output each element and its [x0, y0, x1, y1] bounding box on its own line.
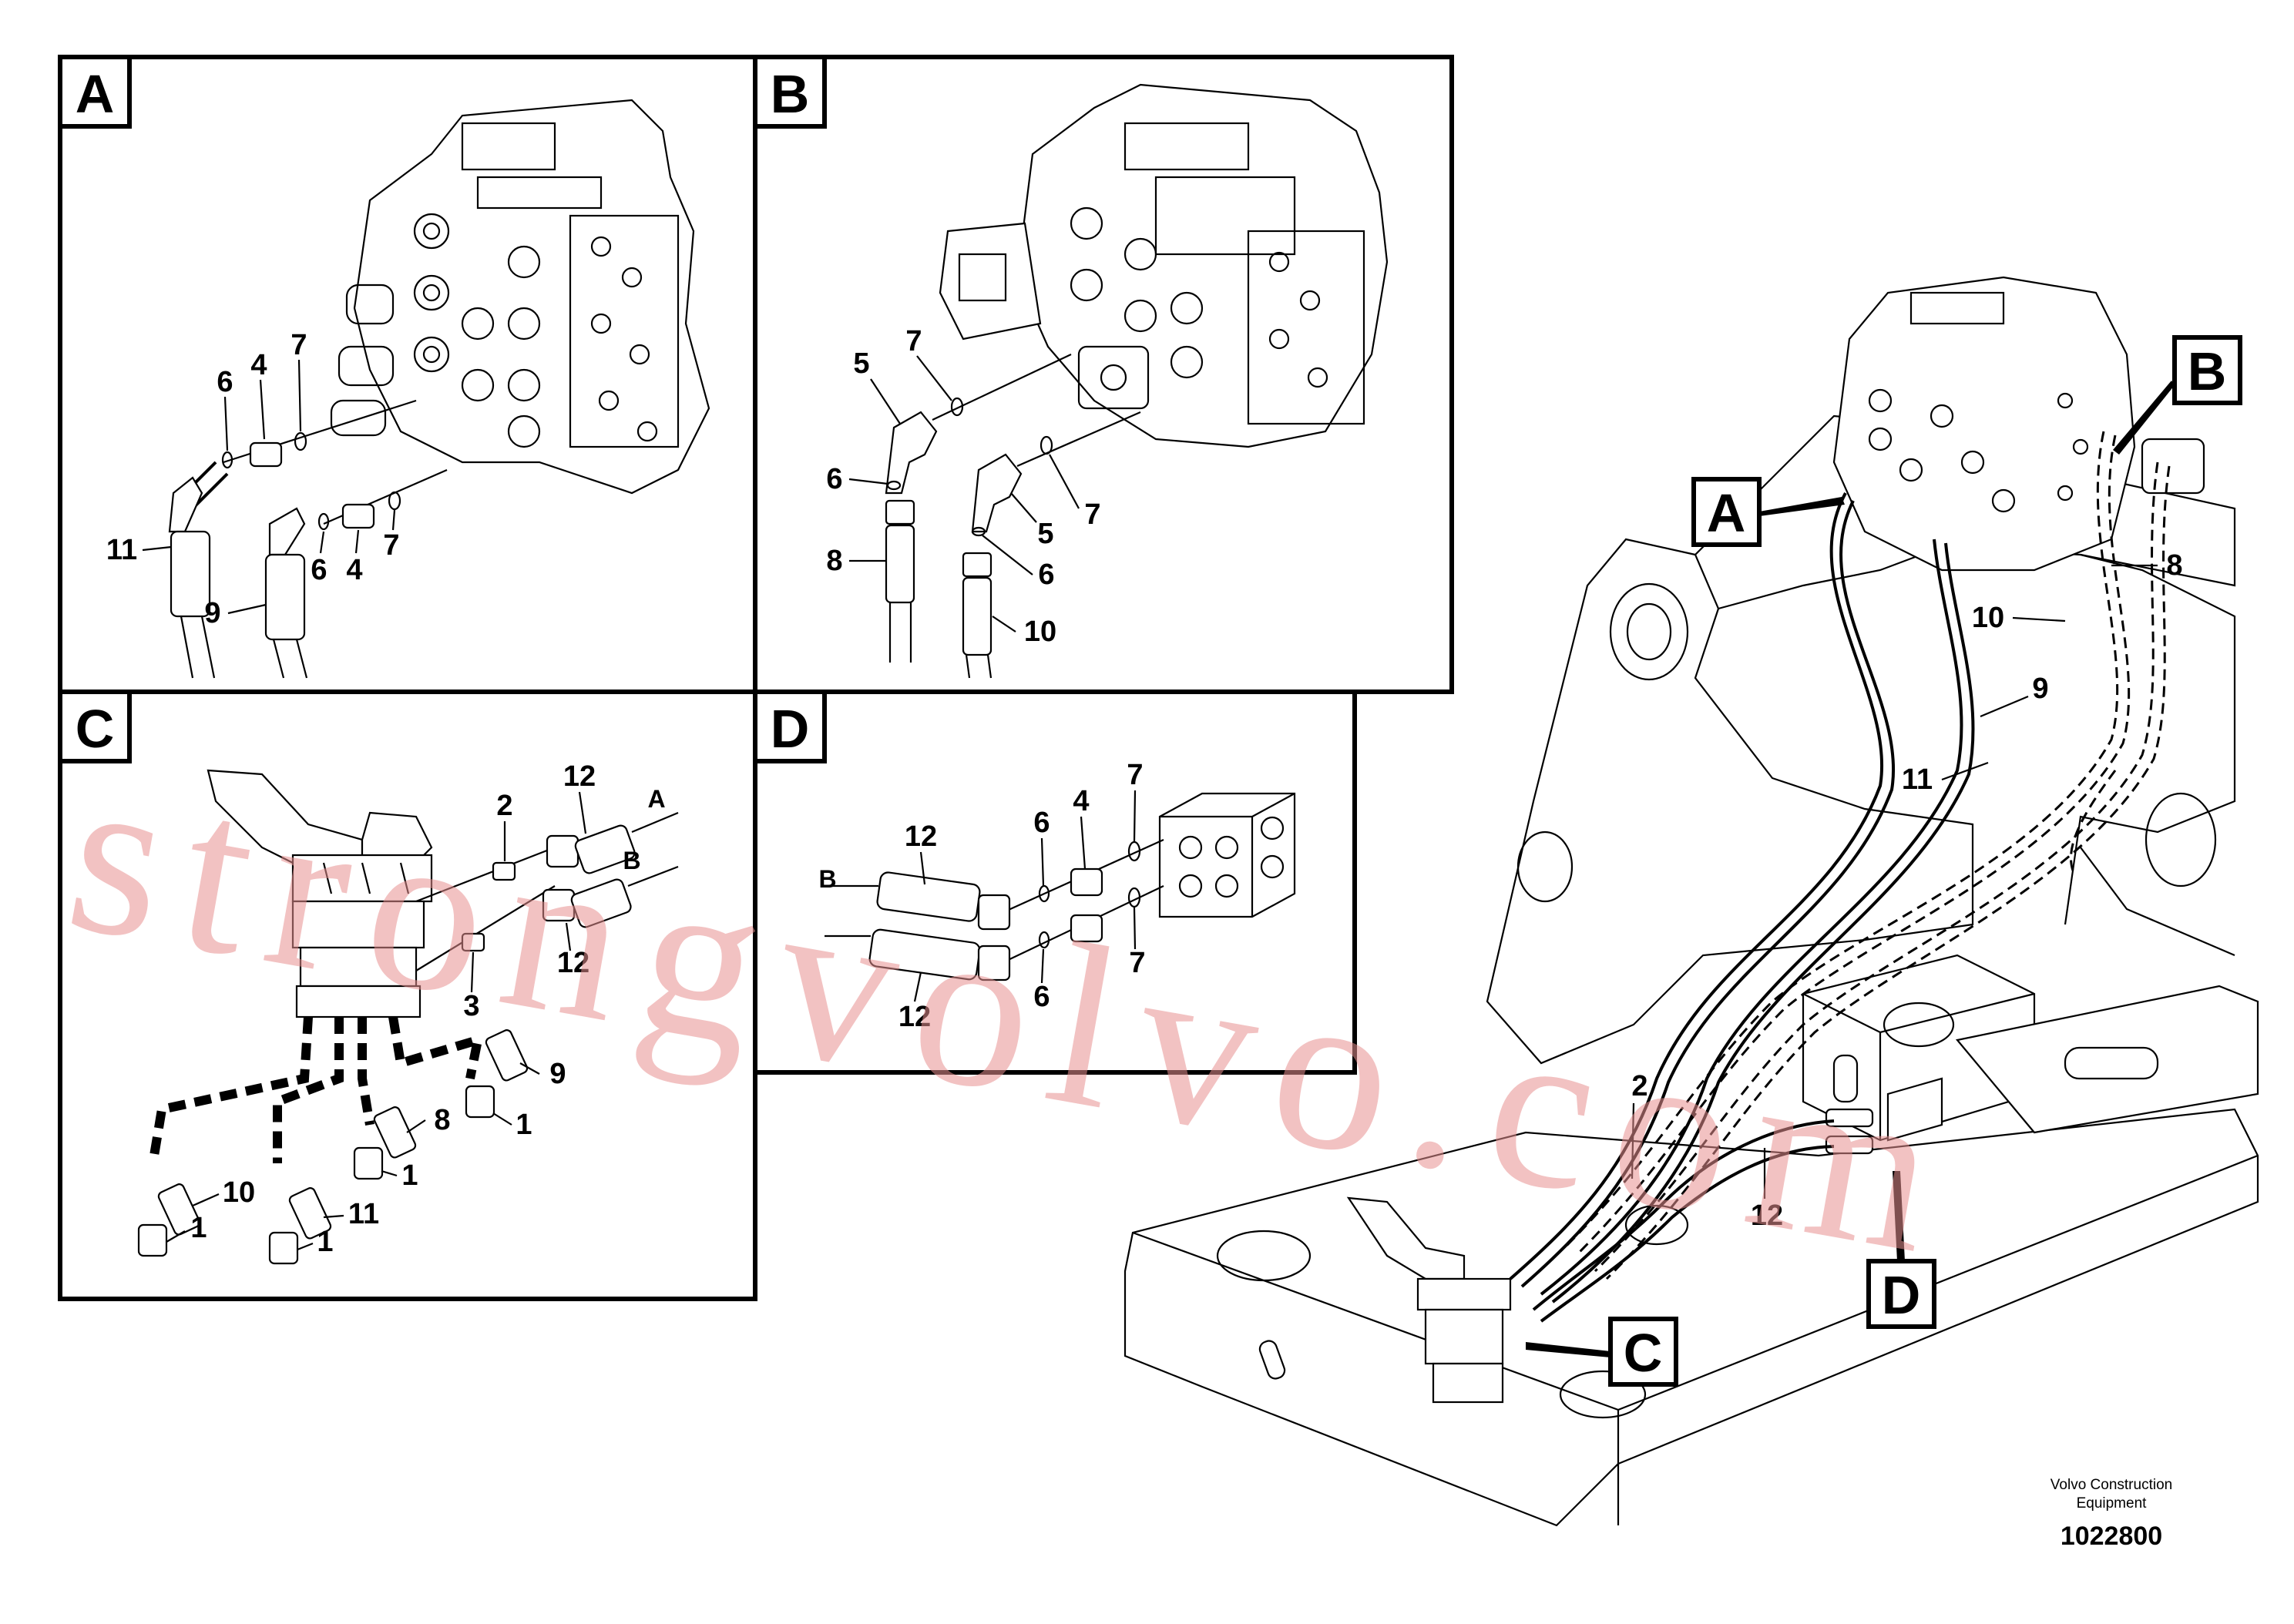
main-callouts: A B C D	[1526, 335, 2242, 1387]
label-2: 2	[496, 790, 512, 822]
label-6: 6	[1033, 981, 1050, 1013]
label-6: 6	[311, 554, 327, 586]
label-11: 11	[106, 534, 137, 566]
main-labels: 8 10 9 11 2 12	[1631, 549, 2183, 1232]
panel-a: A	[58, 55, 757, 694]
credit-line-1: Volvo Construction	[2050, 1477, 2172, 1493]
label-6: 6	[826, 463, 842, 495]
panel-b-labels: 5 7 6 8 7 5 6 10	[826, 325, 1100, 648]
main-assembly: A B C D 8 10 9 11 2 12	[1123, 276, 2259, 1527]
label-4: 4	[250, 349, 267, 381]
callout-c: C	[1624, 1323, 1663, 1383]
credit-line-2: Equipment	[2077, 1495, 2148, 1512]
label-2: 2	[1631, 1070, 1647, 1102]
fittings-a	[168, 399, 448, 679]
label-b: B	[818, 865, 836, 893]
label-7: 7	[291, 329, 307, 361]
manifold-block	[1158, 792, 1296, 918]
panel-d-labels: 12 6 4 7 B 12 6 7	[818, 759, 1145, 1033]
panel-a-labels: 6 4 7 11 9 6 4 7	[106, 329, 400, 629]
label-1: 1	[516, 1109, 532, 1141]
label-12: 12	[905, 820, 937, 853]
label-9: 9	[204, 597, 220, 629]
callout-b: B	[2188, 341, 2227, 401]
label-7: 7	[905, 325, 922, 357]
label-10: 10	[1972, 602, 2004, 634]
label-11: 11	[348, 1198, 379, 1230]
label-b: B	[623, 847, 640, 874]
label-7: 7	[383, 529, 399, 562]
label-4: 4	[1073, 785, 1089, 817]
callout-a: A	[1707, 483, 1746, 543]
label-7: 7	[1084, 498, 1100, 531]
control-valve-a	[330, 99, 710, 495]
panel-d-letter: D	[771, 699, 810, 759]
label-12: 12	[557, 947, 589, 979]
panel-c-letter: C	[76, 699, 115, 759]
label-7: 7	[1127, 759, 1143, 791]
title-block: Volvo Construction Equipment 1022800	[2050, 1477, 2172, 1551]
label-7: 7	[1129, 947, 1145, 979]
panel-a-letter: A	[76, 64, 115, 124]
fittings-b	[885, 354, 1141, 679]
panel-d: D 12 6 4	[753, 690, 1357, 1075]
fittings-d	[825, 838, 1164, 981]
label-8: 8	[826, 545, 842, 577]
label-9: 9	[2032, 673, 2048, 705]
label-1: 1	[190, 1212, 207, 1244]
label-6: 6	[217, 366, 233, 398]
callout-d: D	[1882, 1265, 1921, 1325]
label-8: 8	[434, 1104, 450, 1136]
label-6: 6	[1033, 807, 1050, 839]
label-6: 6	[1038, 559, 1054, 591]
main-control-valve	[1832, 276, 2205, 572]
label-12: 12	[898, 1001, 931, 1033]
label-3: 3	[463, 990, 479, 1022]
panel-c-labels: 2 12 A B 12 3 9 1 8 1 10 11 1 1	[166, 760, 666, 1258]
label-12: 12	[563, 760, 596, 793]
control-valve-b	[939, 83, 1389, 448]
main-manifold	[1825, 1077, 1943, 1155]
drawing-number: 1022800	[2061, 1522, 2162, 1551]
fittings-c	[137, 811, 679, 1265]
label-1: 1	[401, 1159, 418, 1192]
label-9: 9	[549, 1058, 566, 1090]
label-8: 8	[2166, 549, 2182, 582]
label-10: 10	[1024, 616, 1056, 648]
pedal-valve	[207, 769, 433, 1018]
label-10: 10	[223, 1176, 255, 1209]
label-a: A	[647, 785, 665, 813]
label-5: 5	[853, 347, 869, 380]
panel-b-letter: B	[771, 64, 810, 124]
main-pedal-valve	[1346, 1196, 1512, 1404]
label-1: 1	[317, 1226, 333, 1258]
label-12: 12	[1751, 1200, 1783, 1232]
label-4: 4	[346, 554, 362, 586]
label-5: 5	[1037, 518, 1053, 550]
panel-b: B	[753, 55, 1454, 694]
panel-c: C	[58, 690, 757, 1301]
label-11: 11	[1902, 763, 1933, 796]
